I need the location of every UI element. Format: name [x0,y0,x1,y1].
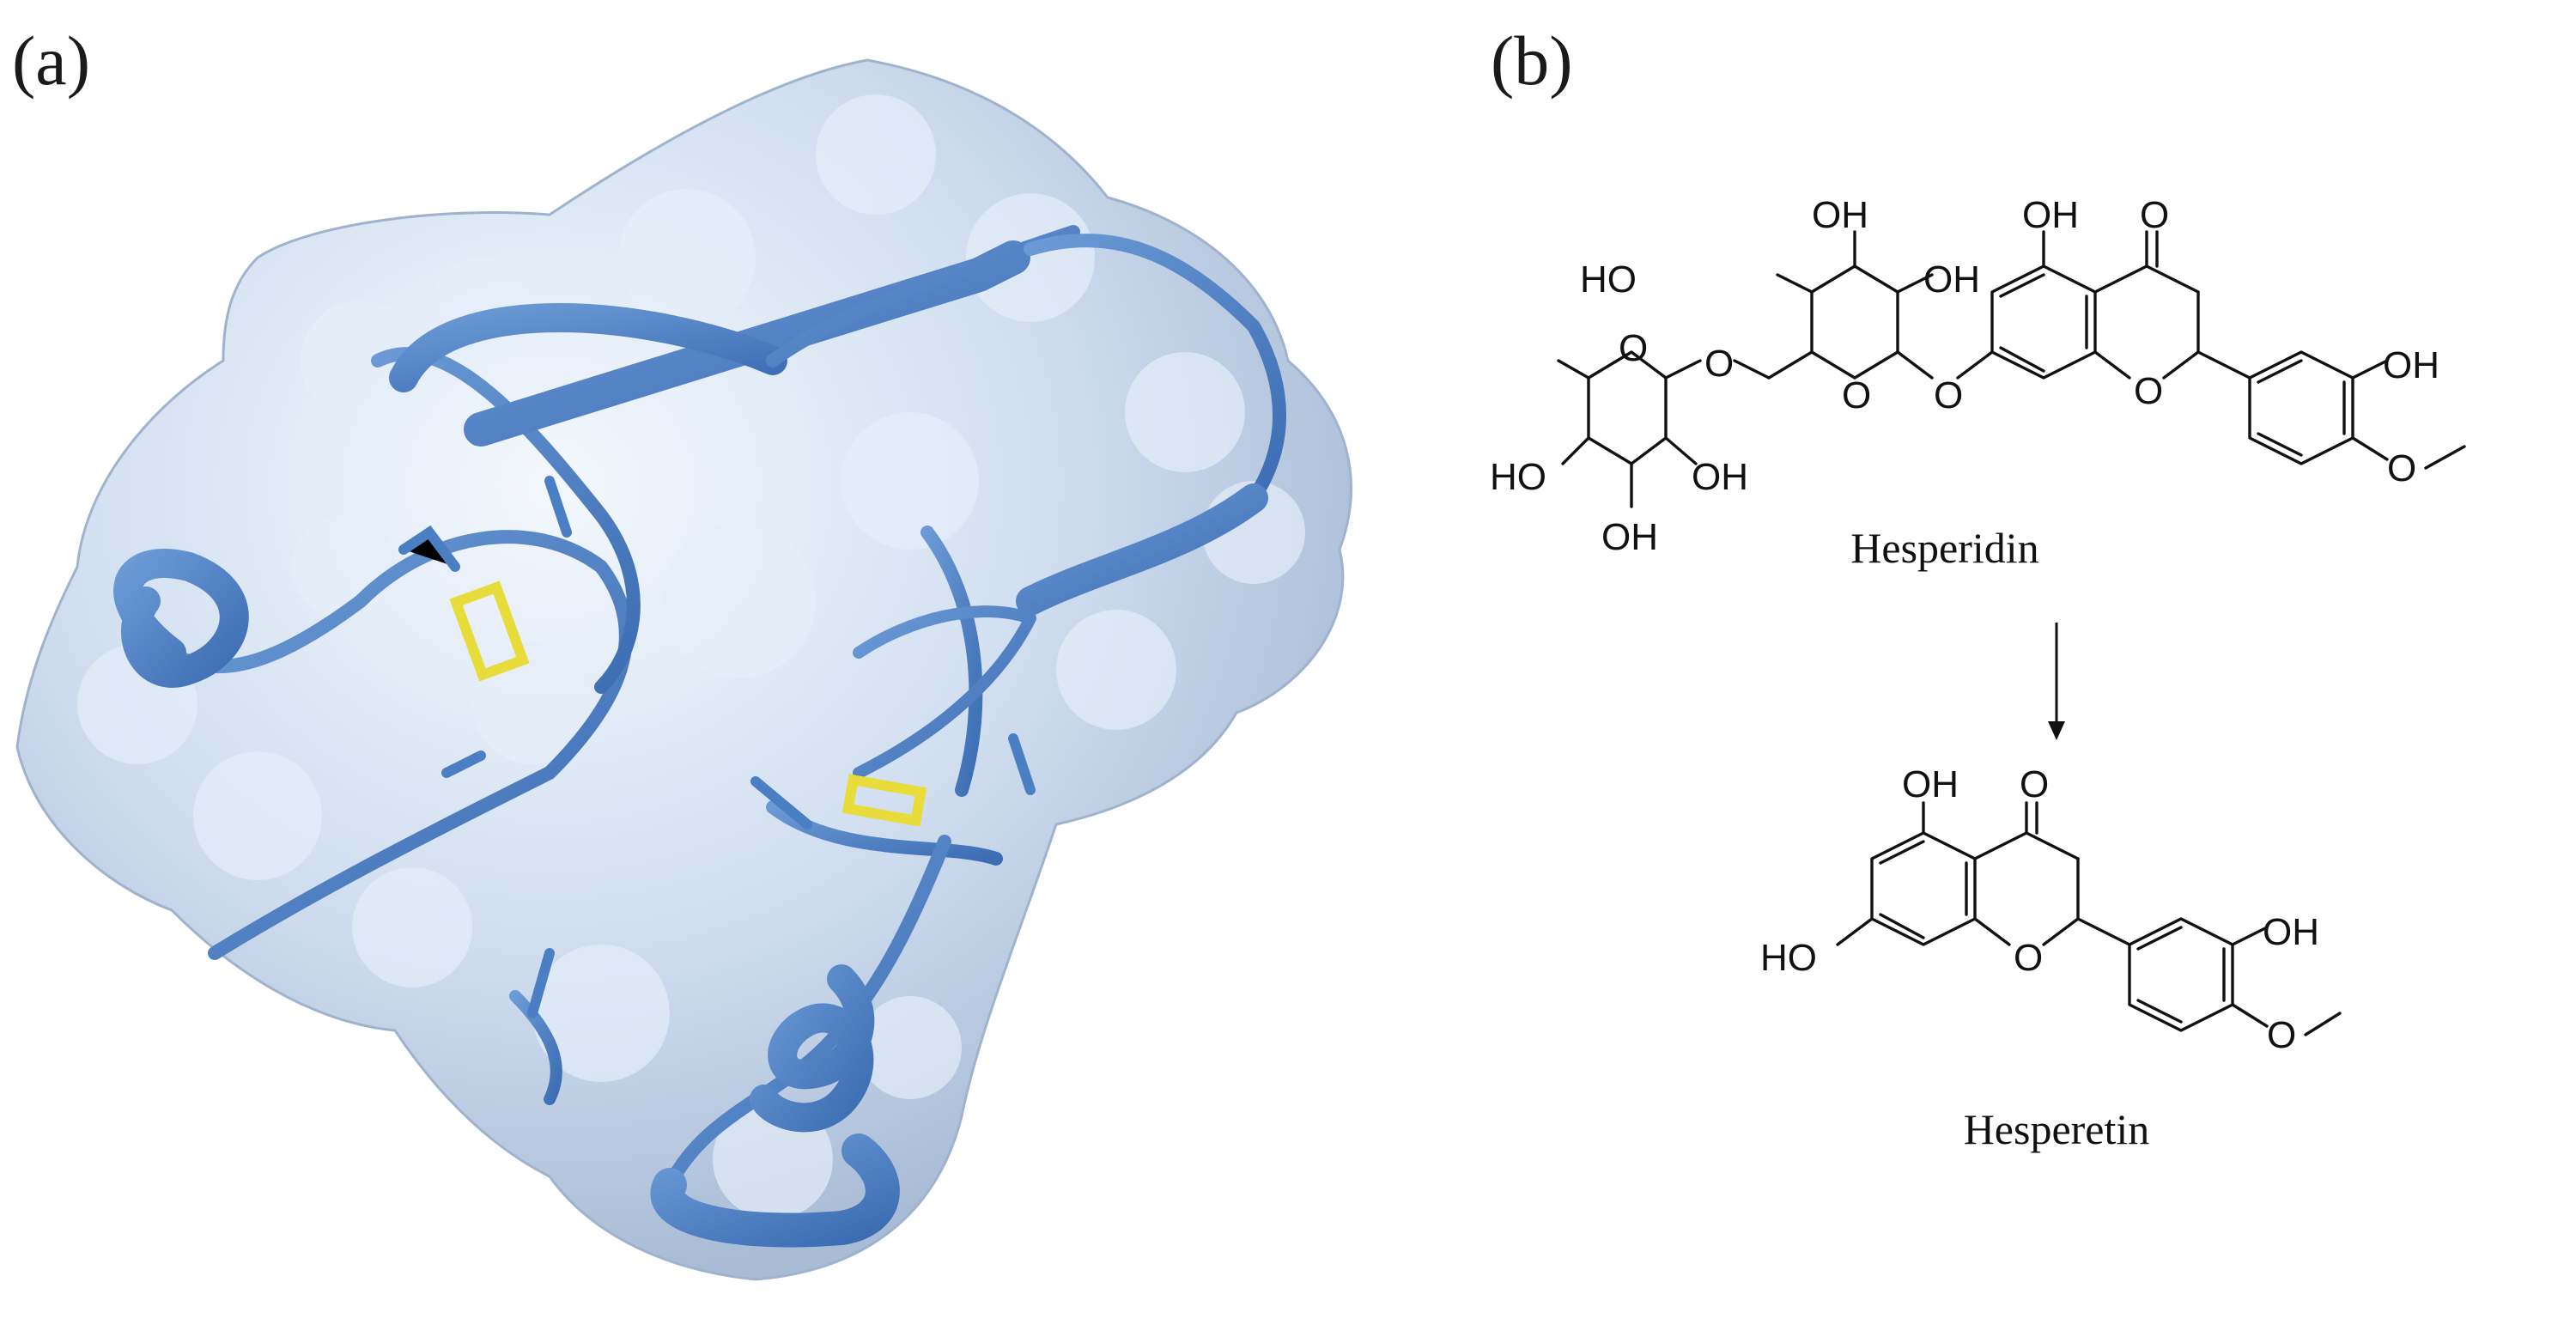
panel-label-b: (b) [1491,21,1573,100]
protein-structure-render [15,58,1352,1281]
atom-label: OH [1812,194,1868,236]
atom-label: O [1842,374,1871,416]
atom-label: OH [2263,911,2319,953]
ribbon-backbone [113,225,1286,1248]
chemical-structures: OH HO OH OH O O O O O O OH O HO OH OH He… [1490,194,2466,1153]
atom-label: O [2267,1014,2296,1056]
atom-label: O [2014,937,2043,979]
hesperetin-structure: OH O HO O OH O Hesperetin [1760,763,2342,1153]
atom-label: HO [1580,258,1637,301]
atom-label: O [2140,194,2169,236]
atom-label: HO [1760,937,1817,979]
atom-label: O [1619,327,1648,369]
atom-label: OH [1692,456,1748,498]
atom-label: O [1934,374,1963,416]
atom-label: HO [1490,456,1546,498]
atom-label: OH [2383,344,2439,386]
atom-label: O [2134,370,2163,412]
panel-label-a: (a) [12,21,91,100]
ligand-marker [449,580,927,827]
compound-name-hesperetin: Hesperetin [1964,1105,2150,1153]
side-chain-sticks [398,476,1036,1018]
atom-label: OH [1601,516,1658,558]
atom-label: O [2387,447,2416,489]
reaction-arrow [2048,623,2065,740]
atom-label: OH [1902,763,1959,805]
atom-label: OH [2022,194,2079,236]
hesperidin-structure: OH HO OH OH O O O O O O OH O HO OH OH He… [1490,194,2466,572]
atom-label: O [1704,343,1734,385]
atom-label: OH [1923,258,1980,301]
atom-label: O [2020,763,2049,805]
compound-name-hesperidin: Hesperidin [1850,524,2038,572]
